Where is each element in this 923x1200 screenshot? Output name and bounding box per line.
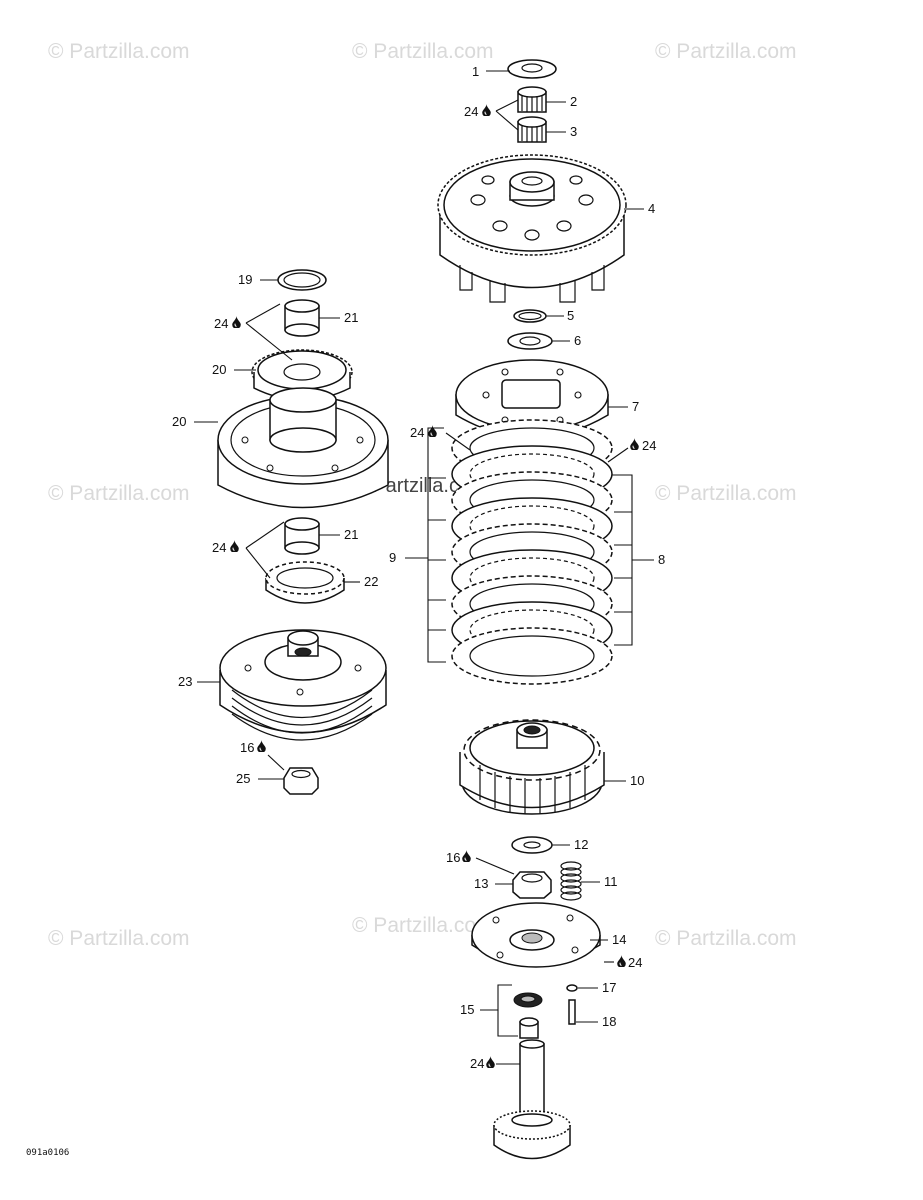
oil-drop-icon (486, 1056, 495, 1068)
plate-inner-edge (469, 557, 595, 599)
part-6-thrust-washer (507, 332, 553, 350)
plate-inner-edge (469, 505, 595, 547)
callout-12: 12 (574, 837, 588, 852)
callout-14: 14 (612, 932, 626, 947)
callout-labels: 1 2 3 24 4 5 6 7 24 24 9 8 10 12 16 13 1… (172, 64, 665, 1071)
callout-3: 3 (570, 124, 577, 139)
callout-5: 5 (567, 308, 574, 323)
part-25-nut (283, 767, 319, 795)
leader-lines (194, 70, 654, 1065)
oil-drop-icon (482, 104, 491, 116)
oil-drop-icon (232, 316, 241, 328)
oil-drop-icon (230, 540, 239, 552)
callout-1: 1 (472, 64, 479, 79)
friction-plate (451, 627, 613, 685)
part-19-washer (277, 269, 327, 291)
part-5-o-ring (513, 309, 547, 323)
callout-18: 18 (602, 1014, 616, 1029)
part-4-clutch-housing-gear (437, 154, 627, 303)
part-2-needle-bearing (517, 86, 547, 113)
oil-drop-icon (257, 740, 266, 752)
part-17-18-pin-assembly (566, 984, 578, 1025)
watermark-text: © Partzilla.com (655, 482, 797, 505)
callout-19: 19 (238, 272, 252, 287)
callout-9: 9 (389, 550, 396, 565)
callout-24: 24 (628, 955, 642, 970)
watermark-text: © Partzilla.com (655, 927, 797, 950)
callout-4: 4 (648, 201, 655, 216)
part-3-needle-bearing (517, 116, 547, 143)
part-14-release-plate (471, 902, 601, 968)
callout-24: 24 (470, 1056, 484, 1071)
plate-inner-edge (469, 609, 595, 651)
callout-20: 20 (212, 362, 226, 377)
part-12-washer (511, 836, 553, 854)
callout-23: 23 (178, 674, 192, 689)
callout-24: 24 (464, 104, 478, 119)
callout-7: 7 (632, 399, 639, 414)
callout-17: 17 (602, 980, 616, 995)
callout-2: 2 (570, 94, 577, 109)
parts-8-9-clutch-plate-stack (451, 419, 613, 685)
part-20-drum (217, 387, 389, 509)
callout-20: 20 (172, 414, 186, 429)
watermarks: © Partzilla.com © Partzilla.com © Partzi… (48, 40, 797, 950)
part-23-starter-clutch (219, 629, 387, 741)
callout-22: 22 (364, 574, 378, 589)
watermark-text: © Partzilla.com (352, 914, 494, 937)
callout-21: 21 (344, 527, 358, 542)
oil-drop-icon (428, 425, 437, 437)
plate-inner-edge (469, 453, 595, 495)
part-21-bushing-lower (284, 517, 320, 555)
part-11-spring (560, 861, 582, 901)
callout-24: 24 (410, 425, 424, 440)
callout-10: 10 (630, 773, 644, 788)
part-13-nut (512, 871, 552, 899)
oil-drop-icon (462, 850, 471, 862)
callout-11: 11 (604, 874, 618, 889)
callout-24: 24 (642, 438, 656, 453)
plate-inner-edge (469, 635, 595, 677)
watermark-text: © Partzilla.com (48, 482, 190, 505)
callout-6: 6 (574, 333, 581, 348)
release-shaft (493, 1039, 571, 1160)
callout-15: 15 (460, 1002, 474, 1017)
callout-16: 16 (240, 740, 254, 755)
watermark-text: © Partzilla.com (48, 40, 190, 63)
part-22-one-way-clutch (265, 561, 345, 604)
watermark-text: © Partzilla.com (48, 927, 190, 950)
callout-21: 21 (344, 310, 358, 325)
diagram-code: 091a0106 (26, 1148, 69, 1158)
oil-drop-icon (630, 438, 639, 450)
part-10-clutch-hub (459, 719, 605, 815)
watermark-text: © Partzilla.com (655, 40, 797, 63)
callout-16: 16 (446, 850, 460, 865)
part-15-bearing-assembly (513, 992, 543, 1039)
oil-drop-icon (617, 955, 626, 967)
watermark-text: © Partzilla.com (352, 40, 494, 63)
callout-13: 13 (474, 876, 488, 891)
part-1-washer (507, 59, 557, 79)
callout-24: 24 (212, 540, 226, 555)
part-21-bushing-upper (284, 299, 320, 337)
callout-25: 25 (236, 771, 250, 786)
callout-24: 24 (214, 316, 228, 331)
callout-8: 8 (658, 552, 665, 567)
